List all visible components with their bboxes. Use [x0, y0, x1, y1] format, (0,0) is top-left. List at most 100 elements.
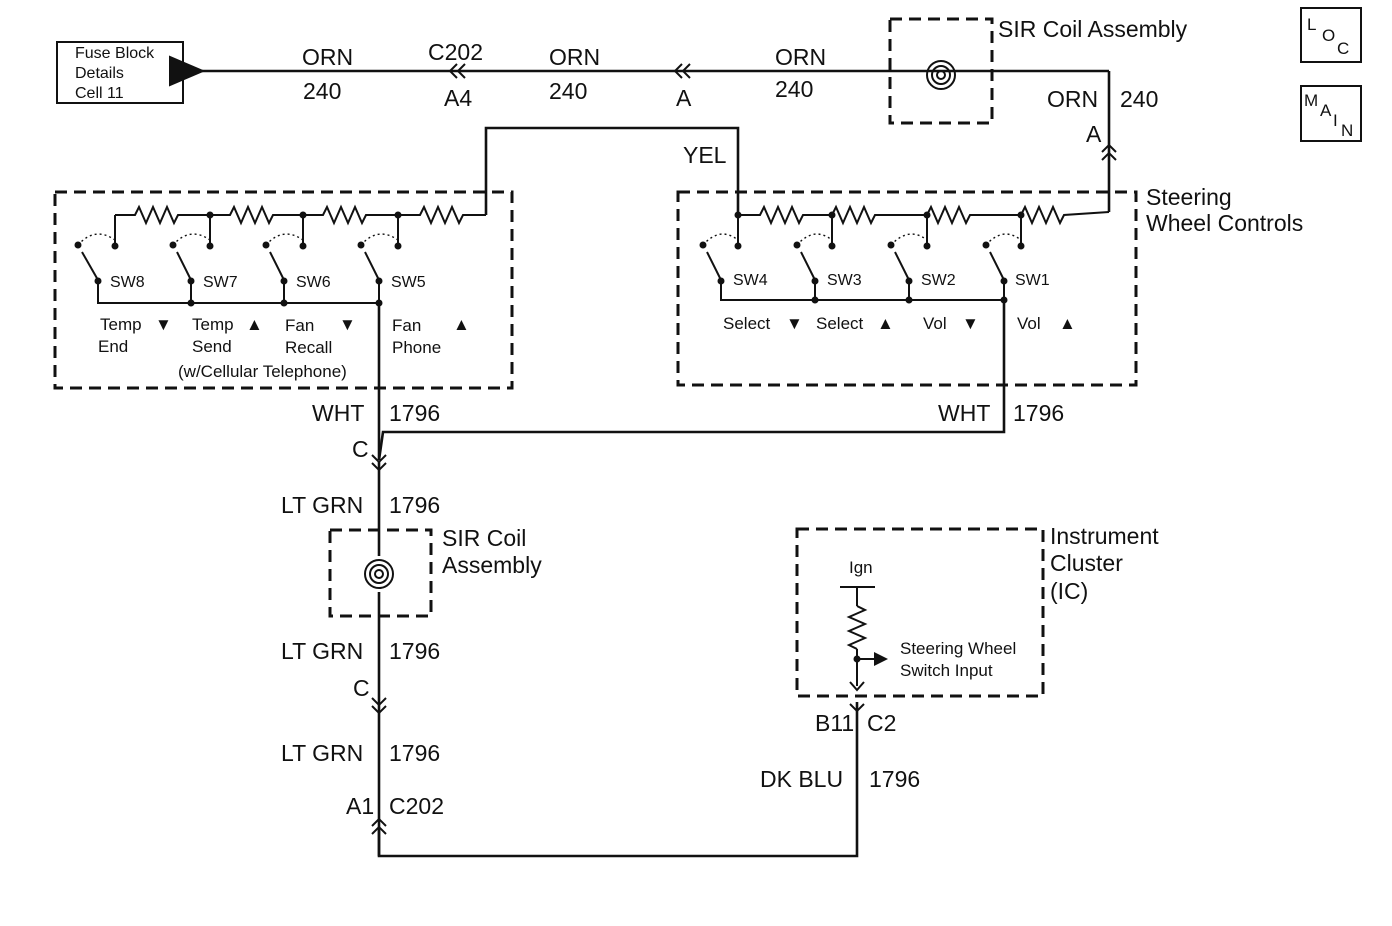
wire-color-label: ORN — [549, 44, 600, 70]
resistor-ladder — [115, 204, 486, 226]
main-letter-a: A — [1320, 101, 1332, 120]
up-arrow-icon: ▲ — [1059, 314, 1076, 333]
wire-number-label: 240 — [1120, 86, 1158, 112]
switch-id-label: SW4 — [733, 272, 768, 289]
switch-sw4 — [699, 233, 742, 285]
up-arrow-icon: ▲ — [877, 314, 894, 333]
wire-color-label: ORN — [775, 44, 826, 70]
up-arrow-icon: ▲ — [246, 315, 263, 334]
steering-controls-label: Wheel Controls — [1146, 210, 1303, 236]
wire-color-label: LT GRN — [281, 492, 363, 518]
b11-connector — [849, 703, 865, 713]
switch-input-label: Steering Wheel — [900, 639, 1016, 658]
c202-a4-connector — [448, 63, 466, 79]
right-switch-group — [676, 190, 1138, 387]
fuse-block-link[interactable]: Fuse Block Details Cell 11 — [56, 41, 184, 104]
sir-coil-label: SIR Coil — [442, 525, 526, 551]
dk-blu-1796-wire — [377, 702, 859, 858]
sir-coil-assembly-mid — [328, 528, 433, 618]
switch-function-label: Select — [816, 314, 864, 333]
wire-color-label: LT GRN — [281, 638, 363, 664]
connector-pin: B11 — [815, 710, 854, 736]
switch-id-label: SW3 — [827, 272, 862, 289]
switch-sw8 — [74, 233, 119, 285]
fuse-block-details: Details — [75, 65, 124, 82]
instrument-cluster-label: Cluster — [1050, 550, 1123, 576]
connector-label: C — [353, 675, 370, 701]
wire-number-label: 1796 — [389, 638, 440, 664]
wire-color-label: WHT — [938, 400, 990, 426]
coil-icon — [926, 60, 956, 90]
instrument-cluster-label: (IC) — [1050, 578, 1088, 604]
a-connector-top — [673, 63, 691, 79]
c-connector-2 — [371, 697, 387, 715]
connector-label: C2 — [867, 710, 896, 736]
switch-id-label: SW8 — [110, 274, 145, 291]
left-switch-group — [53, 190, 514, 460]
wire-number-label: 1796 — [869, 766, 920, 792]
connector-pin: A — [1086, 121, 1102, 147]
wht-1796-wire — [377, 300, 1006, 461]
switch-function-label: Phone — [392, 338, 441, 357]
switch-input-label: Switch Input — [900, 661, 993, 680]
switch-sw3 — [793, 233, 836, 285]
connector-label: C202 — [428, 39, 483, 65]
resistor-ladder — [738, 204, 1110, 226]
yel-wire — [484, 126, 740, 215]
switch-id-label: SW6 — [296, 274, 331, 291]
connector-pin: A1 — [346, 793, 374, 819]
switch-id-label: SW1 — [1015, 272, 1050, 289]
wire-color-label: WHT — [312, 400, 364, 426]
ign-label: Ign — [849, 558, 873, 577]
wire-color-label: ORN — [302, 44, 353, 70]
main-letter-i: I — [1333, 111, 1338, 130]
wire-color-label: YEL — [683, 142, 727, 168]
a-connector-right — [1101, 143, 1117, 161]
main-letter-n: N — [1341, 121, 1353, 140]
switch-sw5 — [357, 233, 402, 285]
sir-coil-assembly-top: SIR Coil Assembly — [888, 16, 1188, 125]
switch-id-label: SW7 — [203, 274, 238, 291]
instrument-cluster — [795, 527, 1045, 698]
switch-function-label: Temp — [192, 315, 234, 334]
switch-sw1 — [982, 233, 1025, 285]
loc-button[interactable]: L O C — [1300, 7, 1362, 63]
switch-function-label: Fan — [392, 316, 421, 335]
connector-label: C202 — [389, 793, 444, 819]
wire-number-label: 240 — [775, 76, 813, 102]
down-arrow-icon: ▼ — [786, 314, 803, 333]
connector-pin: A — [676, 85, 692, 111]
coil-icon — [364, 559, 394, 589]
fuse-block-label: Fuse Block — [75, 45, 155, 62]
switch-id-label: SW5 — [391, 274, 426, 291]
up-arrow-icon: ▲ — [453, 315, 470, 334]
wire-number-label: 240 — [549, 78, 587, 104]
switch-function-label: End — [98, 337, 128, 356]
switch-function-label: Fan — [285, 316, 314, 335]
c202-a1-connector — [371, 817, 387, 835]
wire-number-label: 1796 — [1013, 400, 1064, 426]
switch-function-label: Vol — [1017, 314, 1041, 333]
down-arrow-icon: ▼ — [339, 315, 356, 334]
switch-function-label: Send — [192, 337, 232, 356]
switch-id-label: SW2 — [921, 272, 956, 289]
switch-sw2 — [887, 233, 931, 285]
fuse-block-cell: Cell 11 — [75, 85, 124, 102]
connector-label: C — [352, 436, 369, 462]
switch-function-label: Recall — [285, 338, 332, 357]
wire-number-label: 1796 — [389, 492, 440, 518]
connector-pin: A4 — [444, 85, 472, 111]
down-arrow-icon: ▼ — [962, 314, 979, 333]
wire-color-label: ORN — [1047, 86, 1098, 112]
loc-letter-l: L — [1307, 15, 1316, 34]
switch-function-label: Vol — [923, 314, 947, 333]
main-button[interactable]: M A I N — [1300, 85, 1362, 142]
switch-function-label: Temp — [100, 315, 142, 334]
wire-color-label: LT GRN — [281, 740, 363, 766]
loc-letter-c: C — [1337, 39, 1349, 58]
main-letter-m: M — [1304, 91, 1318, 110]
instrument-cluster-label: Instrument — [1050, 523, 1159, 549]
down-arrow-icon: ▼ — [155, 315, 172, 334]
sir-coil-label: SIR Coil Assembly — [998, 16, 1188, 42]
